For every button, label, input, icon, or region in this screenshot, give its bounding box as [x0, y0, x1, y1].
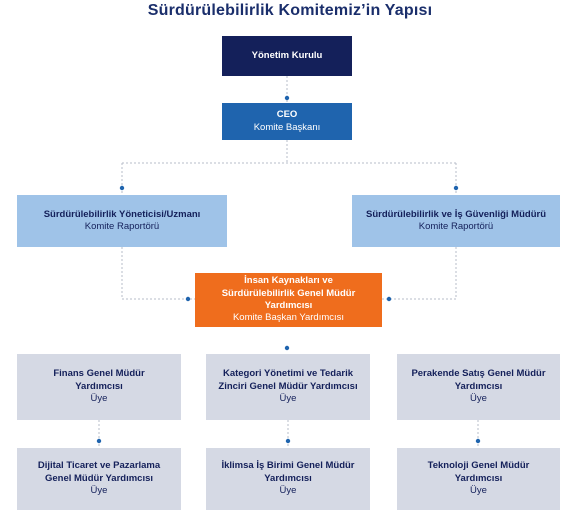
node-title: Perakende Satış Genel Müdür Yardımcısı	[411, 368, 546, 392]
connector-dot	[284, 345, 290, 351]
node-title: İklimsa İş Birimi Genel Müdür Yardımcısı	[221, 460, 355, 484]
node-role: Üye	[90, 393, 108, 405]
node-role: Üye	[279, 393, 297, 405]
node-hr-deputy: İnsan Kaynakları ve Sürdürülebilirlik Ge…	[195, 273, 382, 327]
connector-dot	[96, 438, 102, 444]
node-role: Üye	[470, 485, 487, 497]
node-title: Teknoloji Genel Müdür Yardımcısı	[427, 460, 530, 484]
chart-title: Sürdürülebilirlik Komitemiz’in Yapısı	[147, 2, 433, 19]
node-role: Komite Başkanı	[253, 121, 321, 133]
node-title: CEO	[276, 109, 298, 121]
node-title: Dijital Ticaret ve Pazarlama Genel Müdür…	[37, 460, 161, 484]
node-retail: Perakende Satış Genel Müdür Yardımcısı Ü…	[397, 354, 560, 420]
node-sustainability-safety-manager: Sürdürülebilirlik ve İş Güvenliği Müdürü…	[352, 195, 560, 247]
connector-dot	[386, 296, 392, 302]
node-title: Sürdürülebilirlik Yöneticisi/Uzmanı	[43, 208, 201, 220]
node-technology: Teknoloji Genel Müdür Yardımcısı Üye	[397, 448, 560, 510]
node-role: Üye	[90, 485, 108, 497]
node-role: Komite Raportörü	[84, 221, 160, 232]
node-title: Sürdürülebilirlik ve İş Güvenliği Müdürü	[366, 208, 546, 220]
node-title: İnsan Kaynakları ve Sürdürülebilirlik Ge…	[221, 275, 356, 311]
node-title: Kategori Yönetimi ve Tedarik Zinciri Gen…	[218, 368, 358, 392]
node-role: Üye	[279, 485, 297, 497]
node-finance: Finans Genel Müdür Yardımcısı Üye	[17, 354, 181, 420]
connector-dot	[285, 438, 291, 444]
connector-dot	[284, 95, 290, 101]
node-role: Komite Başkan Yardımcısı	[232, 312, 345, 324]
node-title: Finans Genel Müdür Yardımcısı	[53, 368, 145, 392]
node-digital: Dijital Ticaret ve Pazarlama Genel Müdür…	[17, 448, 181, 510]
node-ceo: CEO Komite Başkanı	[222, 103, 352, 140]
connector-dot	[185, 296, 191, 302]
node-climate: İklimsa İş Birimi Genel Müdür Yardımcısı…	[206, 448, 370, 510]
node-title: Yönetim Kurulu	[251, 49, 323, 61]
connector-dot	[119, 185, 125, 191]
node-role: Komite Raportörü	[418, 221, 494, 232]
node-role: Üye	[470, 393, 487, 405]
node-board: Yönetim Kurulu	[222, 36, 352, 76]
connector-dot	[453, 185, 459, 191]
node-sustainability-manager: Sürdürülebilirlik Yöneticisi/Uzmanı Komi…	[17, 195, 227, 247]
node-category: Kategori Yönetimi ve Tedarik Zinciri Gen…	[206, 354, 370, 420]
connector-dot	[475, 438, 481, 444]
